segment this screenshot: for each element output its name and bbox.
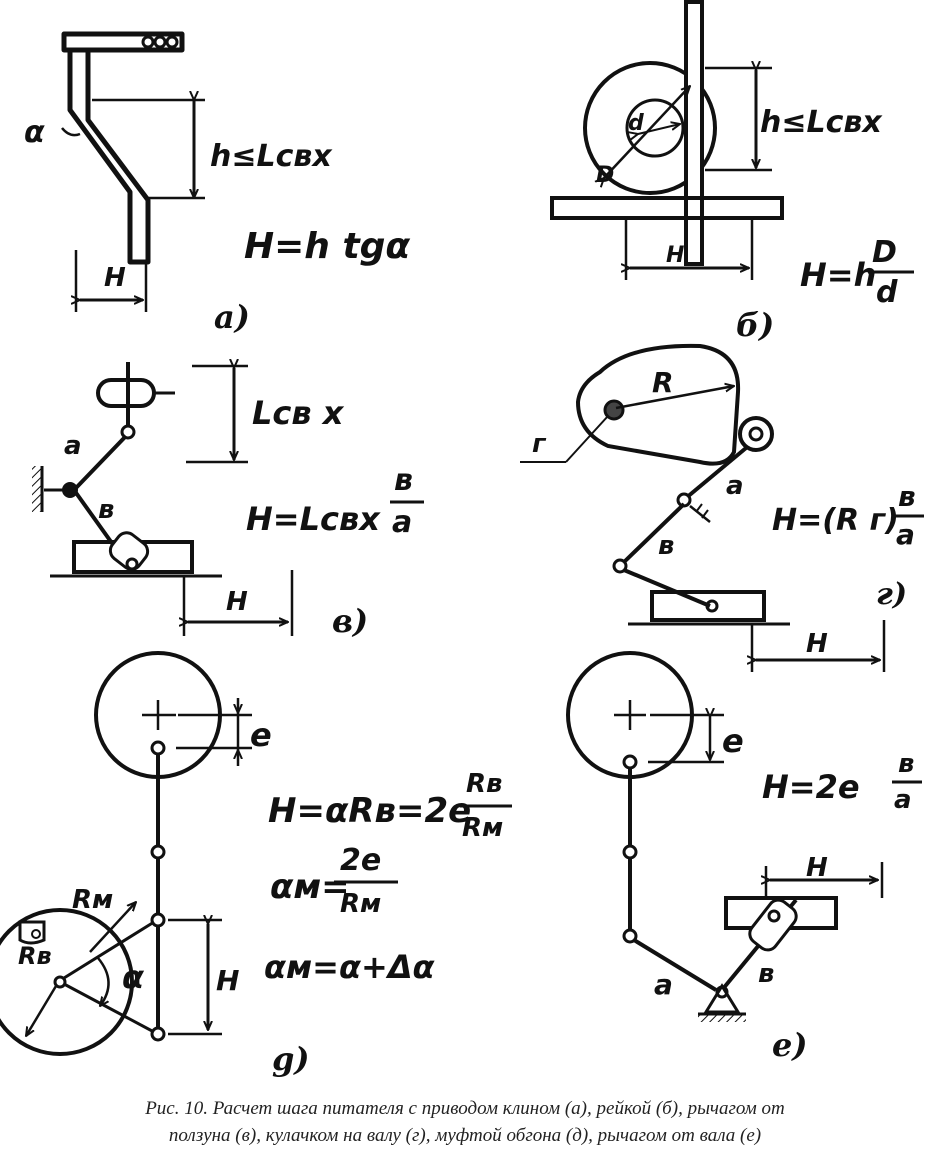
wedge-body <box>67 50 151 265</box>
caption-line-1: Рис. 10. Расчет шага питателя с приводом… <box>145 1098 785 1119</box>
panel-a-label: а) <box>214 298 250 336</box>
figure-caption: Рис. 10. Расчет шага питателя с приводом… <box>0 1095 930 1149</box>
panel-g-formula-den: a <box>896 518 915 551</box>
panel-v-arm-b: в <box>98 495 114 525</box>
cam-shaft <box>603 399 625 421</box>
panel-d-formula3: αм=α+Δα <box>264 948 436 986</box>
wedge-top-bar <box>61 31 185 53</box>
lever-e-arm-a <box>632 938 718 992</box>
panel-a-height-label: h≤Lсвх <box>210 139 333 174</box>
panel-d-ecc: e <box>250 716 272 754</box>
roller-1 <box>141 35 155 49</box>
panel-v-formula-num: в <box>394 463 413 498</box>
panel-e-arm-b: в <box>758 959 774 989</box>
clutch-disc <box>0 908 134 1056</box>
panel-b-height-label: h≤Lсвх <box>760 105 883 140</box>
cam-follower-roller <box>738 416 774 452</box>
panel-e-stroke-label: H <box>806 853 828 883</box>
panel-g-formula-num: в <box>898 480 916 513</box>
panel-v-formula: H=Lсвх <box>246 500 381 538</box>
panel-d-label: g) <box>272 1040 310 1078</box>
cam-lever-a <box>684 446 748 500</box>
cam-profile <box>575 343 741 466</box>
panel-v-stroke-label: H <box>226 587 248 617</box>
panel-b-formula-den: d <box>876 275 898 310</box>
panel-g-arm-a: a <box>726 471 744 501</box>
panel-g-cam <box>520 343 886 672</box>
panel-e-formula-den: a <box>894 785 912 815</box>
panel-d-formula2-den: Rм <box>340 889 381 919</box>
panel-b-label: б) <box>736 306 774 344</box>
panel-d-formula1-den: Rм <box>462 813 503 843</box>
panel-v-formula-den: a <box>392 505 412 540</box>
panel-v-travel-label: Lсв х <box>252 394 345 432</box>
lever-pivot <box>62 482 78 498</box>
panel-d-formula1-num: Rв <box>466 769 502 799</box>
panel-g-radius: R <box>652 366 674 399</box>
panel-d-rm: Rм <box>72 885 113 915</box>
lever-e-pivot <box>703 983 741 1014</box>
panel-b-rack <box>550 0 784 280</box>
panel-g-stroke-label: H <box>806 629 828 659</box>
roller-3 <box>165 35 179 49</box>
panel-e-label: e) <box>772 1026 808 1064</box>
lever-arm-a <box>72 434 128 492</box>
panel-v-lever <box>32 362 294 636</box>
panel-v-label: в) <box>332 602 368 640</box>
panel-a-formula: H=h tgα <box>244 226 410 267</box>
panel-a-stroke-label: H <box>104 263 126 293</box>
panel-v-arm-a: a <box>64 431 82 461</box>
panel-b-formula: H=h <box>800 256 876 294</box>
panel-d-stroke-label: H <box>216 964 239 997</box>
panel-d-formula2-num: 2e <box>340 843 381 878</box>
panel-d-formula1: H=αRв=2e <box>268 791 471 831</box>
gear-outer-circle <box>583 61 717 195</box>
panel-g-label: г) <box>876 577 907 612</box>
panel-a-angle: α <box>24 115 45 150</box>
horizontal-rack <box>550 196 784 220</box>
roller-2 <box>153 35 167 49</box>
panel-d-rv: Rв <box>18 942 52 970</box>
panel-e-formula: H=2e <box>762 768 860 806</box>
panel-e-lever <box>566 651 884 1022</box>
panel-g-arm-b: в <box>658 531 674 561</box>
panel-g-formula: H=(R г) <box>772 503 899 538</box>
panel-e-formula-num: в <box>898 749 914 779</box>
cam-lever-b <box>620 502 686 566</box>
panel-e-arm-a: a <box>654 968 673 1001</box>
panel-d-formula2: αм= <box>270 867 350 907</box>
vertical-rack <box>684 0 704 266</box>
panel-b-small-d: d <box>628 111 644 136</box>
cam-slider-block <box>650 590 766 622</box>
panel-a-wedge <box>61 31 205 312</box>
caption-line-2: ползуна (в), кулачком на валу (г), муфто… <box>168 1125 762 1146</box>
panel-b-stroke-label: H <box>666 243 684 268</box>
panel-e-ecc: e <box>722 722 744 760</box>
panel-d-alpha: α <box>122 958 145 996</box>
panel-b-formula-num: D <box>872 235 897 270</box>
panel-b-big-d: D <box>596 163 614 188</box>
panel-g-pivot-r: г <box>532 429 547 459</box>
panel-d-clutch <box>0 651 252 1056</box>
